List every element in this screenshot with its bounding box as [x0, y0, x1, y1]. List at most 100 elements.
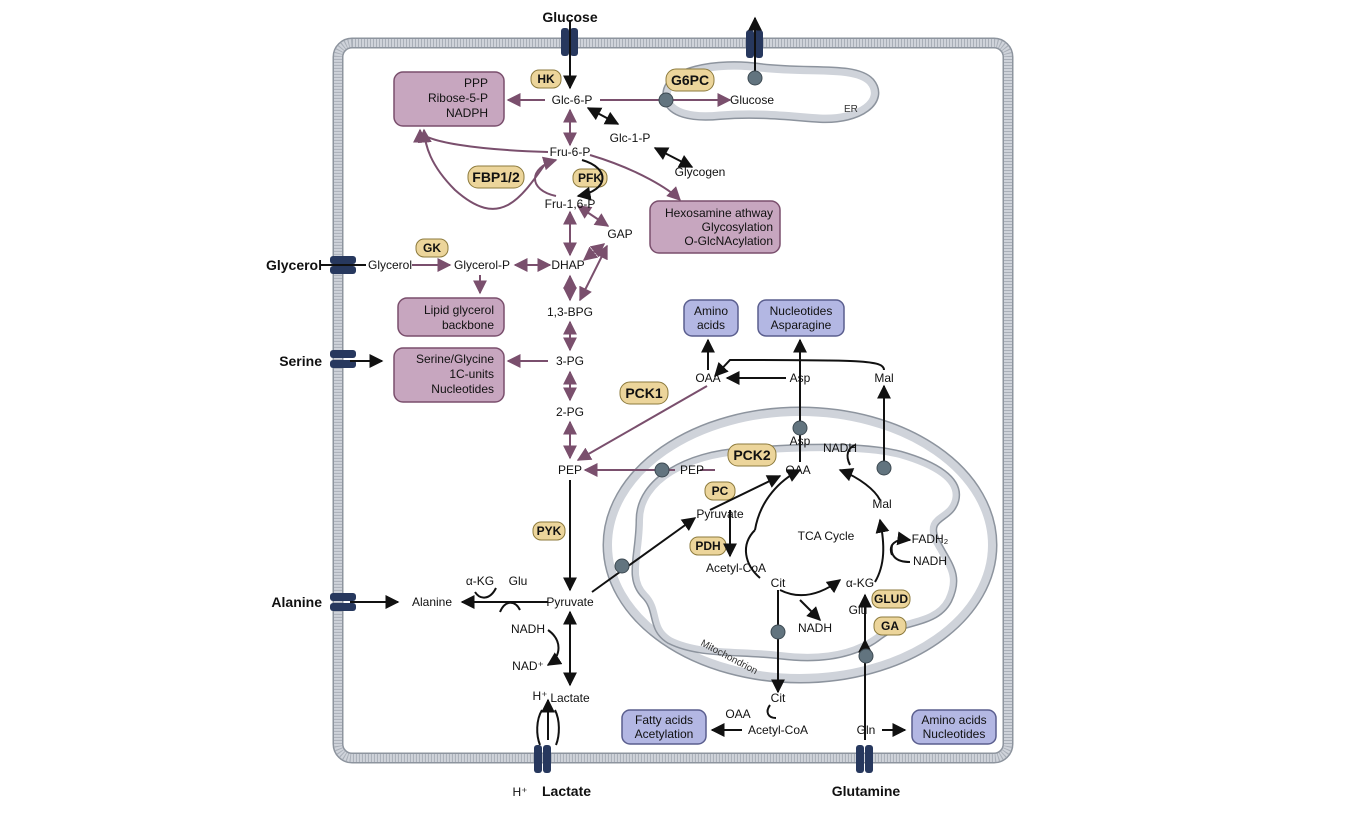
svg-text:GK: GK: [423, 241, 441, 255]
serine-box: Serine/Glycine 1C-units Nucleotides: [393, 347, 505, 403]
fru16p-label: Fru-1,6-P: [545, 197, 596, 211]
glc1p-label: Glc-1-P: [610, 131, 651, 145]
asp-mito-label: Asp: [790, 434, 811, 448]
svg-text:PFK: PFK: [578, 171, 602, 185]
oaa-bottom-label: OAA: [725, 707, 750, 721]
svg-text:Nucleotides: Nucleotides: [770, 304, 833, 318]
svg-text:Ribose-5-P: Ribose-5-P: [428, 91, 488, 105]
pyruvate-mito-label: Pyruvate: [696, 507, 744, 521]
amino-acids-nucleotides-box: Amino acids Nucleotides: [911, 709, 997, 745]
alanine-label: Alanine: [412, 595, 452, 609]
enzyme-g6pc: G6PC: [665, 68, 715, 92]
svg-text:Lipid glycerol: Lipid glycerol: [424, 303, 494, 317]
svg-text:acids: acids: [697, 318, 725, 332]
svg-text:Nucleotides: Nucleotides: [923, 727, 986, 741]
fru6p-label: Fru-6-P: [550, 145, 591, 159]
mal-mito-label: Mal: [872, 497, 891, 511]
pep-mito-label: PEP: [680, 463, 704, 477]
svg-text:Hexosamine athway: Hexosamine athway: [665, 206, 773, 220]
lipid-box: Lipid glycerol backbone: [397, 297, 505, 337]
er-glucose-transporter: [746, 30, 763, 58]
tca-cycle-label: TCA Cycle: [798, 529, 855, 543]
enzyme-glud: GLUD: [871, 589, 911, 609]
glu-label: Glu: [509, 574, 528, 588]
serine-external-label: Serine: [279, 353, 322, 369]
lactate-external-label: Lactate: [542, 783, 591, 799]
svg-text:G6PC: G6PC: [671, 72, 709, 88]
alanine-transporter: [330, 593, 356, 611]
membrane-ports: [614, 70, 892, 664]
glycerol-label: Glycerol: [368, 258, 412, 272]
pg2-label: 2-PG: [556, 405, 584, 419]
glucose-external-label: Glucose: [542, 9, 597, 25]
bpg-label: 1,3-BPG: [547, 305, 593, 319]
glycogen-label: Glycogen: [675, 165, 726, 179]
glc6p-label: Glc-6-P: [552, 93, 593, 107]
enzyme-pck2: PCK2: [727, 443, 777, 467]
fatty-acids-box: Fatty acids Acetylation: [621, 709, 707, 745]
akg-label: α-KG: [466, 574, 494, 588]
serine-transporter: [330, 350, 356, 368]
nad-label: NAD⁺: [512, 659, 544, 673]
lactate-transporter: [534, 745, 551, 773]
svg-text:Acetylation: Acetylation: [635, 727, 694, 741]
svg-text:PPP: PPP: [464, 76, 488, 90]
pg3-label: 3-PG: [556, 354, 584, 368]
metabolite-labels: Glc-6-P Glc-1-P Glycogen Fru-6-P Fru-1,6…: [368, 93, 949, 737]
fadh2-label: FADH₂: [912, 532, 949, 546]
svg-text:PCK1: PCK1: [625, 385, 663, 401]
amino-acids-box: Amino acids: [683, 299, 739, 337]
svg-text:PCK2: PCK2: [733, 447, 771, 463]
svg-text:Amino: Amino: [694, 304, 728, 318]
lactate-label: Lactate: [550, 691, 590, 705]
svg-text:GLUD: GLUD: [874, 592, 908, 606]
cit-cyto-label: Cit: [771, 691, 786, 705]
hexosamine-box: Hexosamine athway Glycosylation O-GlcNAc…: [649, 200, 781, 254]
dhap-label: DHAP: [551, 258, 584, 272]
gap-label: GAP: [607, 227, 632, 241]
oaa-mito-label: OAA: [785, 463, 810, 477]
cit-mito-label: Cit: [771, 576, 786, 590]
akg-mito-label: α-KG: [846, 576, 874, 590]
enzyme-pc: PC: [704, 481, 736, 501]
nucleotides-asparagine-box: Nucleotides Asparagine: [757, 299, 845, 337]
enzyme-pdh: PDH: [689, 536, 727, 556]
svg-text:backbone: backbone: [442, 318, 494, 332]
svg-text:Asparagine: Asparagine: [771, 318, 832, 332]
nadh-label: NADH: [511, 622, 545, 636]
cell-membrane: [332, 37, 1014, 764]
gln-label: Gln: [857, 723, 876, 737]
acetyl-coa-mito-label: Acetyl-CoA: [706, 561, 766, 575]
enzyme-hk: HK: [530, 69, 562, 89]
enzyme-gk: GK: [415, 238, 449, 258]
pyruvate-label: Pyruvate: [546, 595, 594, 609]
enzyme-pck1: PCK1: [619, 381, 669, 405]
svg-text:GA: GA: [881, 619, 899, 633]
svg-text:Glycosylation: Glycosylation: [702, 220, 773, 234]
black-arrows: [320, 16, 912, 746]
enzyme-pfk: PFK: [572, 168, 608, 188]
glycerol-external-label: Glycerol: [266, 257, 322, 273]
er-label: ER: [844, 104, 858, 115]
glycolysis-arrows: [412, 20, 732, 477]
svg-text:PYK: PYK: [537, 524, 562, 538]
nadh-mal-label: NADH: [823, 441, 857, 455]
svg-text:NADPH: NADPH: [446, 106, 488, 120]
pep-label: PEP: [558, 463, 582, 477]
svg-text:Fatty acids: Fatty acids: [635, 713, 693, 727]
ppp-box: PPP Ribose-5-P NADPH: [393, 71, 505, 127]
mal-cyto-label: Mal: [874, 371, 893, 385]
svg-text:Serine/Glycine: Serine/Glycine: [416, 352, 494, 366]
acetyl-coa-cyto-label: Acetyl-CoA: [748, 723, 808, 737]
glycerol-transporter: [330, 256, 356, 274]
alanine-external-label: Alanine: [271, 594, 322, 610]
svg-text:PC: PC: [712, 484, 729, 498]
nadh-akg-label: NADH: [913, 554, 947, 568]
svg-text:Nucleotides: Nucleotides: [431, 382, 494, 396]
glu-mito-label: Glu: [849, 603, 868, 617]
glycerol-p-label: Glycerol-P: [454, 258, 510, 272]
oaa-cyto-label: OAA: [695, 371, 720, 385]
h-plus-label: H⁺: [533, 689, 548, 703]
h-plus-external-label: H⁺: [513, 785, 528, 799]
svg-text:HK: HK: [537, 72, 555, 86]
